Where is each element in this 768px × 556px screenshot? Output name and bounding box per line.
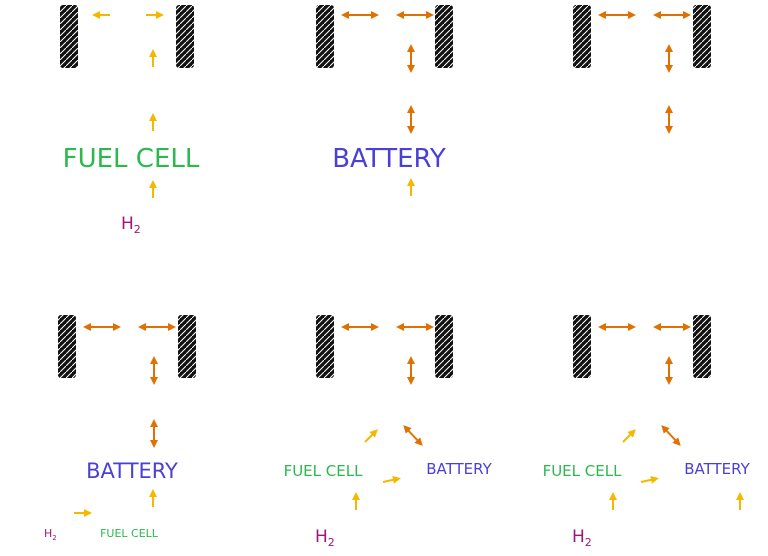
panel-fuel-cell-vehicle: FUEL CELL H2 <box>60 5 200 236</box>
battery-label: BATTERY <box>332 144 446 174</box>
right-wheel <box>435 5 453 68</box>
battery-label: BATTERY <box>86 459 178 483</box>
right-wheel <box>176 5 194 68</box>
battery-label: BATTERY <box>426 460 492 478</box>
twoway-arrow <box>403 425 423 446</box>
right-wheel <box>435 315 453 378</box>
oneway-arrow <box>622 429 636 443</box>
hydrogen-label: H2 <box>44 527 57 542</box>
fuel-cell-label: FUEL CELL <box>100 527 159 540</box>
hydrogen-label: H2 <box>315 527 335 549</box>
right-wheel <box>693 5 711 68</box>
right-wheel <box>178 315 196 378</box>
panel-partial-diagram <box>573 5 711 134</box>
panel-hybrid-fuel-cell-battery: FUEL CELL BATTERY H2 <box>284 315 493 549</box>
fuel-cell-label: FUEL CELL <box>63 144 200 174</box>
panel-hybrid-fuel-cell-battery-variant: FUEL CELL BATTERY H2 <box>543 315 751 549</box>
oneway-arrow <box>364 429 378 443</box>
fuel-cell-label: FUEL CELL <box>543 462 623 480</box>
hydrogen-label: H2 <box>572 527 592 549</box>
left-wheel <box>316 5 334 68</box>
battery-label: BATTERY <box>684 460 750 478</box>
twoway-arrow <box>661 425 681 446</box>
left-wheel <box>573 315 591 378</box>
left-wheel <box>316 315 334 378</box>
oneway-arrow <box>382 475 401 484</box>
left-wheel <box>573 5 591 68</box>
hydrogen-label: H2 <box>121 214 141 236</box>
right-wheel <box>693 315 711 378</box>
left-wheel <box>58 315 76 378</box>
left-wheel <box>60 5 78 68</box>
fuel-cell-label: FUEL CELL <box>284 462 364 480</box>
oneway-arrow <box>640 475 659 484</box>
panel-battery-electric-vehicle: BATTERY <box>316 5 453 196</box>
panel-battery-with-fuel-cell: BATTERY H2 FUEL CELL <box>44 315 196 542</box>
